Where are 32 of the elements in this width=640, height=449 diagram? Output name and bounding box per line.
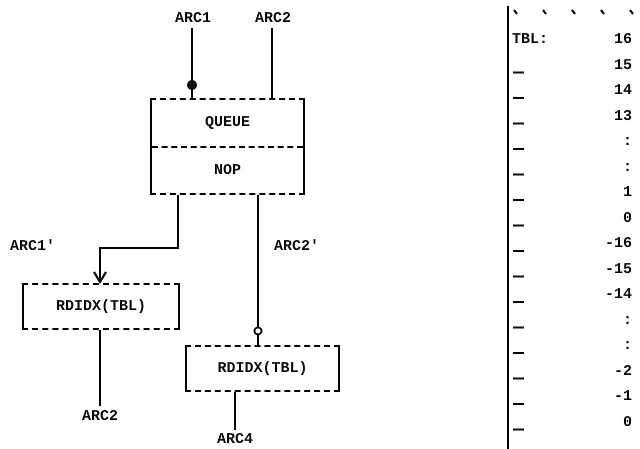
box-text: NOP <box>214 162 241 179</box>
table-value: 0 <box>622 210 632 228</box>
arc-label: ARC2 <box>72 406 128 426</box>
process-box <box>150 98 305 195</box>
arc-label: ARC1 <box>168 8 218 28</box>
table-value: 14 <box>614 82 632 100</box>
table-value: -2 <box>614 362 632 380</box>
process-box: RDIDX(TBL) <box>22 283 180 330</box>
table-value: : <box>622 337 632 355</box>
connector <box>99 330 101 406</box>
connector <box>254 195 262 345</box>
table-value: 1 <box>622 184 632 202</box>
table-value: -15 <box>604 260 632 278</box>
table-value: 13 <box>614 108 632 126</box>
table-value: -14 <box>604 286 632 304</box>
connector <box>271 28 273 98</box>
connector <box>234 392 236 430</box>
connector <box>187 28 197 98</box>
table-value: : <box>622 312 632 330</box>
table-value: : <box>622 133 632 151</box>
box-text: QUEUE <box>204 114 250 132</box>
table-value: 15 <box>614 56 632 74</box>
table-value: 0 <box>622 414 632 432</box>
table-name: TBL: <box>512 31 548 49</box>
arc-label: ARC2 <box>248 8 298 28</box>
connector <box>92 195 179 284</box>
table-value: -16 <box>604 235 632 253</box>
table-value: -1 <box>614 388 632 406</box>
table-value: : <box>622 158 632 176</box>
table-value: 16 <box>614 31 632 49</box>
arc-label: ARC4 <box>207 430 263 448</box>
process-box: RDIDX(TBL) <box>185 345 340 392</box>
